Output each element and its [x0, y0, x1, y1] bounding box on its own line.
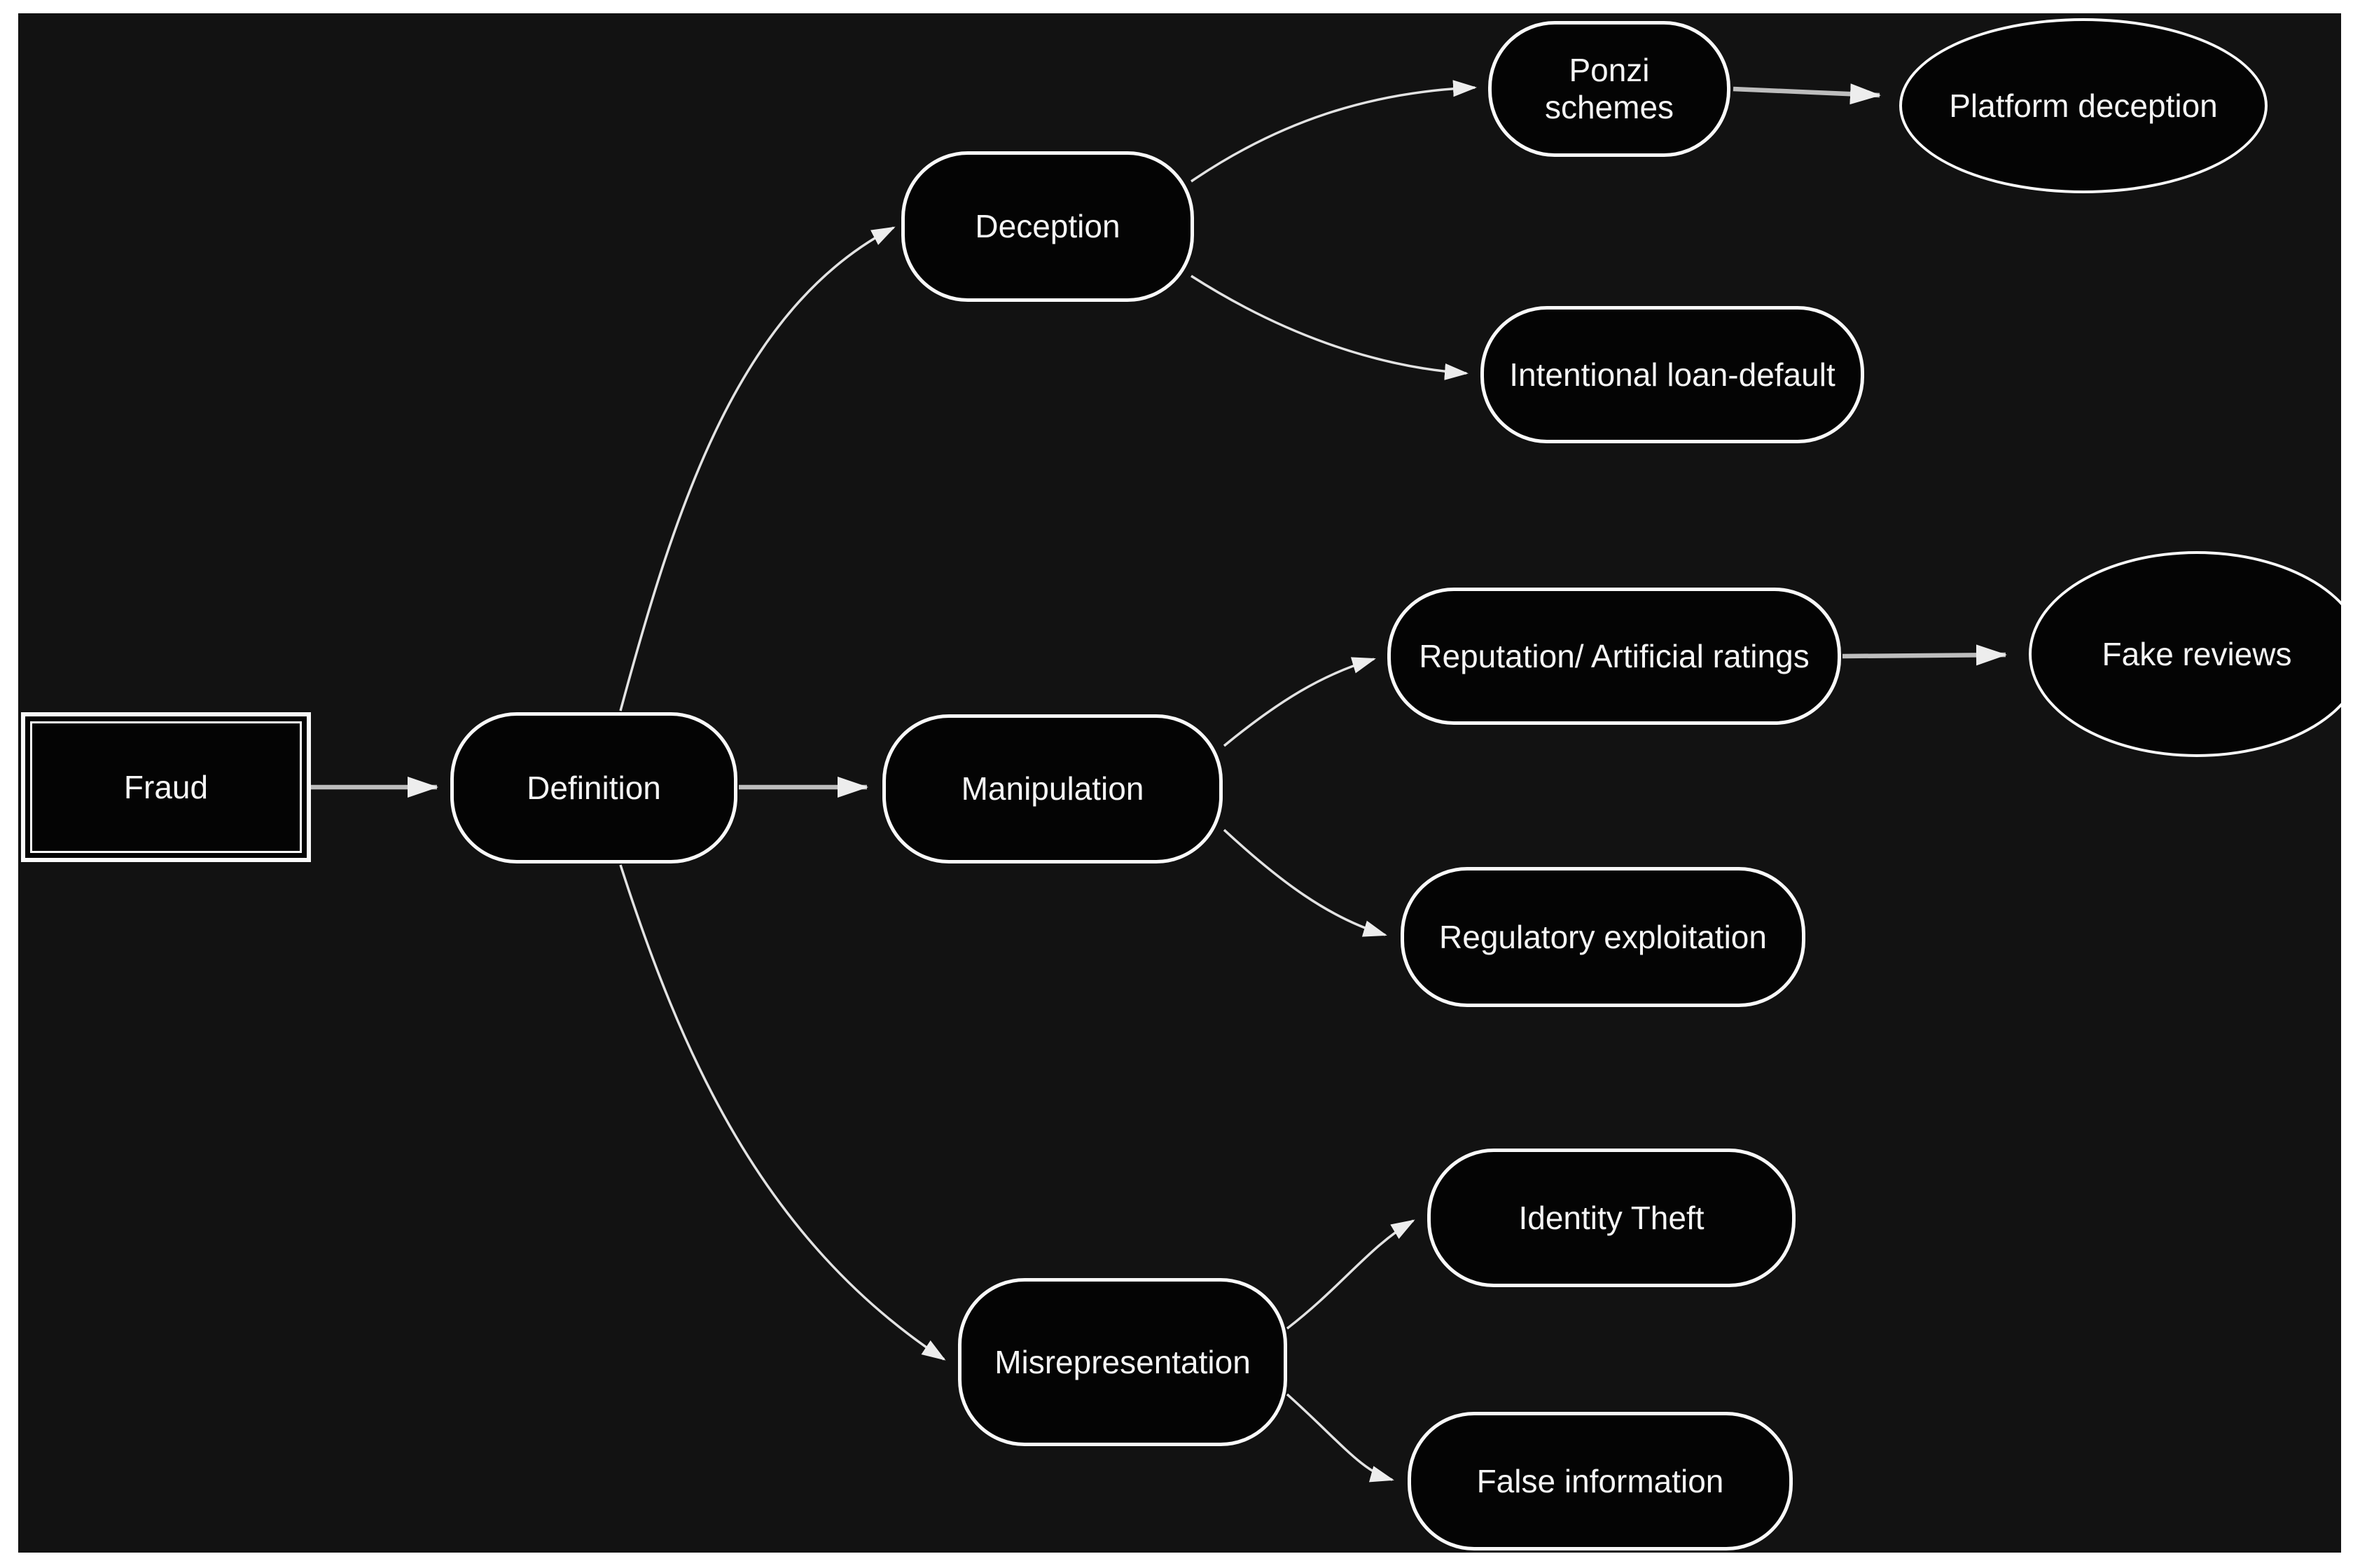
node-manipulation[interactable]: Manipulation	[882, 714, 1223, 863]
node-definition[interactable]: Definition	[450, 712, 737, 863]
node-label-fraud: Fraud	[123, 768, 209, 805]
node-label-regulatory: Regulatory exploitation	[1439, 918, 1767, 955]
edge-definition-to-deception[interactable]	[619, 226, 896, 712]
node-label-fake_reviews: Fake reviews	[2102, 635, 2292, 672]
node-ponzi[interactable]: Ponzi schemes	[1488, 21, 1730, 157]
node-label-misrepresentation: Misrepresentation	[994, 1343, 1251, 1380]
node-intentional[interactable]: Intentional loan-default	[1480, 306, 1864, 443]
edge-layer	[311, 80, 2007, 1483]
node-misrepresentation[interactable]: Misrepresentation	[958, 1278, 1287, 1446]
node-label-definition: Definition	[527, 769, 661, 806]
node-false_information[interactable]: False information	[1408, 1412, 1793, 1550]
edge-misrepresentation-to-identity_theft[interactable]	[1286, 1219, 1415, 1330]
node-label-platform: Platform deception	[1949, 87, 2218, 124]
node-platform[interactable]: Platform deception	[1899, 18, 2268, 193]
node-label-reputation: Reputation/ Artificial ratings	[1419, 637, 1810, 674]
node-fraud[interactable]: Fraud	[21, 712, 311, 862]
node-label-manipulation: Manipulation	[961, 770, 1144, 807]
node-deception[interactable]: Deception	[901, 151, 1194, 302]
edge-reputation-to-fake_reviews[interactable]	[1842, 644, 2007, 666]
node-identity_theft[interactable]: Identity Theft	[1427, 1149, 1796, 1287]
edge-misrepresentation-to-false_information[interactable]	[1286, 1393, 1394, 1483]
edge-manipulation-to-regulatory[interactable]	[1223, 828, 1387, 937]
node-label-false_information: False information	[1476, 1462, 1724, 1499]
node-label-identity_theft: Identity Theft	[1518, 1199, 1705, 1236]
diagram-canvas: Fraud Definition Deception Ponzi schemes Pla…	[18, 13, 2341, 1553]
edge-deception-to-ponzi[interactable]	[1191, 80, 1477, 183]
edge-manipulation-to-reputation[interactable]	[1223, 657, 1376, 747]
node-label-ponzi: Ponzi schemes	[1544, 52, 1674, 125]
edge-ponzi-to-platform[interactable]	[1733, 83, 1881, 105]
node-label-intentional: Intentional loan-default	[1509, 356, 1835, 393]
node-regulatory[interactable]: Regulatory exploitation	[1401, 867, 1805, 1007]
edge-definition-to-misrepresentation[interactable]	[619, 864, 946, 1361]
node-label-deception: Deception	[975, 208, 1120, 245]
edge-deception-to-intentional[interactable]	[1191, 275, 1469, 380]
node-reputation[interactable]: Reputation/ Artificial ratings	[1387, 588, 1841, 725]
